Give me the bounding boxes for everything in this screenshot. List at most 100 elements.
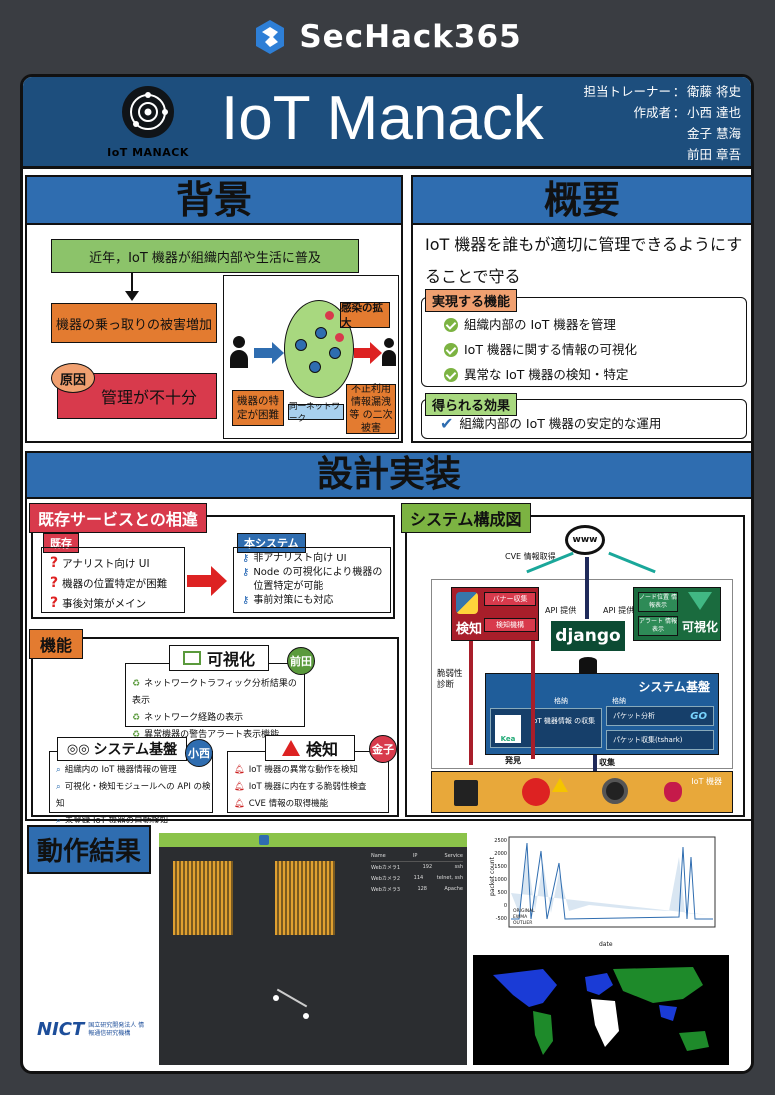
vue-icon <box>688 592 712 610</box>
arrow-vertical-red-1 <box>469 641 473 765</box>
yticks: 2500 2000 1500 1000 500 0 -500 <box>489 835 507 926</box>
cell: telnet, ssh <box>436 875 463 881</box>
ours-text: 非アナリスト向け UI <box>253 553 347 564</box>
viz-text: ネットワーク経路の表示 <box>144 713 244 723</box>
packet-collect-text: パケット収集(tshark) <box>613 736 683 744</box>
credit-key: 作成者 <box>633 105 671 120</box>
python-icon <box>456 592 478 614</box>
arrow-diag-teal-2 <box>608 551 656 574</box>
detect-mech-box: 検知機構 <box>484 618 536 632</box>
timeseries-svg <box>508 836 716 928</box>
ours-item: ⚷非アナリスト向け UI <box>242 552 390 566</box>
feature-item: IoT 機器に関する情報の可視化 <box>444 337 746 362</box>
overview-heading: 概要 <box>413 177 751 225</box>
bell-icon: 🔔︎ <box>234 799 245 809</box>
base-item: ⌕組織内の IoT 機器情報の管理 <box>56 762 212 779</box>
detect-title-text: 検知 <box>305 740 338 759</box>
system-frame <box>431 579 733 769</box>
poster-title: IoT Manack <box>221 84 544 153</box>
recycle-icon: ♻ <box>132 713 141 723</box>
arch-panel: www CVE 情報取得 バナー収集 検知機構 検知 API 提供 API 提供… <box>405 515 745 817</box>
ytick: 1500 <box>494 864 507 870</box>
node-pos-box: ノード位置 情報表示 <box>638 592 678 612</box>
design-heading: 設計実装 <box>27 453 751 499</box>
base-title-text: システム基盤 <box>93 742 178 758</box>
results-heading: 動作結果 <box>27 825 152 874</box>
detect-text: CVE 情報の取得機能 <box>248 799 329 809</box>
poster: IoT MANACK IoT Manack 担当トレーナー：衛藤 将史 作成者：… <box>20 74 754 1074</box>
legend-item: OUTLIER <box>513 921 533 926</box>
ytick: 0 <box>503 903 507 909</box>
question-icon: ? <box>50 555 59 571</box>
banner-box: バナー収集 <box>484 592 536 606</box>
base-text: 可視化・検知モジュールへの API の検知 <box>56 782 211 809</box>
detect-text: IoT 機器の異常な動作を検知 <box>248 765 358 775</box>
ours-tag: 本システム <box>237 533 306 553</box>
packet-analysis-text: パケット分析 <box>613 712 655 720</box>
detect-owner: 金子 <box>369 735 397 763</box>
alert-box: アラート 情報表示 <box>638 616 678 636</box>
xlabel: date <box>599 941 613 948</box>
network-sphere-icon <box>120 84 176 140</box>
detect-item: 🔔︎IoT 機器に内在する脆弱性検査 <box>234 779 388 796</box>
question-icon: ? <box>50 575 59 591</box>
packet-collect-box: パケット収集(tshark) <box>606 730 714 750</box>
col-ip: IP <box>412 853 418 859</box>
nict-subtitle: 国立研究開発法人 情報通信研究機構 <box>88 1021 145 1037</box>
go-logo: GO <box>690 710 707 722</box>
credit-value: 前田 章吾 <box>687 147 741 162</box>
existing-tag: 既存 <box>43 533 79 553</box>
ours-list: ⚷非アナリスト向け UI ⚷Node の可視化により機器の位置特定が可能 ⚷事前… <box>233 547 391 613</box>
design-section: 設計実装 既存 ?アナリスト向け UI ?機器の位置特定が困難 ?事後対策がメイ… <box>25 451 751 826</box>
cell: Webカメラ1 <box>371 865 401 871</box>
cause-tag: 原因 <box>51 363 95 393</box>
magnifier-icon: ⌕ <box>56 782 61 792</box>
vuln-label: 脆弱性 診断 <box>437 669 463 690</box>
key-icon: ⚷ <box>242 595 250 606</box>
viz-item: ♻ネットワーク経路の表示 <box>132 710 304 727</box>
ours-text: Node の可視化により機器の位置特定が可能 <box>253 567 383 592</box>
ytick: -500 <box>495 916 507 922</box>
viz-block: ノード位置 情報表示 アラート 情報表示 可視化 <box>633 587 721 641</box>
base-text: 未登録 IoT 機器の自動検知 <box>64 816 169 826</box>
camera-icon <box>602 778 628 804</box>
router-icon <box>522 778 550 806</box>
base-block: システム基盤 格納 格納 Kea IoT 機器情報 の収集 パケット分析 GO … <box>485 673 719 755</box>
feature-text: 異常な IoT 機器の検知・特定 <box>464 367 629 382</box>
viz-card: ♻ネットワークトラフィック分析結果の表示 ♻ネットワーク経路の表示 ♻異常機器の… <box>125 663 305 740</box>
arrow-head-red <box>370 342 382 364</box>
nict-logo: NICT 国立研究開発法人 情報通信研究機構 <box>37 1019 148 1040</box>
thief-icon <box>382 338 396 368</box>
base-item: ⌕可視化・検知モジュールへの API の検知 <box>56 779 212 813</box>
same-network-label: 同一ネットワーク <box>288 402 344 424</box>
top-brand-bar: SecHack365 <box>0 0 775 74</box>
ytick: 500 <box>497 890 507 896</box>
down-arrow-head <box>125 291 139 301</box>
credit-key: 担当トレーナー <box>583 84 671 99</box>
features-box: 組織内部の IoT 機器を管理 IoT 機器に関する情報の可視化 異常な IoT… <box>421 297 747 387</box>
django-block: django <box>551 621 625 651</box>
cell: 192 <box>422 864 433 870</box>
database-icon <box>579 657 597 677</box>
timeseries-graph: packet count date ORIGINAL EWMA OUTLIER … <box>479 833 719 953</box>
existing-text: 事後対策がメイン <box>62 598 147 610</box>
credit-row: 担当トレーナー：衛藤 将史 <box>571 81 751 102</box>
cell: 114 <box>413 875 424 881</box>
base-text: 組織内の IoT 機器情報の管理 <box>64 765 177 775</box>
cell: Webカメラ3 <box>371 887 401 893</box>
ours-text: 事前対策にも対応 <box>253 595 334 606</box>
ytick: 2500 <box>494 838 507 844</box>
existing-text: アナリスト向け UI <box>62 558 150 570</box>
arrow-right-blue <box>254 348 274 358</box>
down-arrow-icon <box>131 273 133 293</box>
detect-block: バナー収集 検知機構 検知 <box>451 587 539 641</box>
ytick: 2000 <box>494 851 507 857</box>
store-label-2: 格納 <box>612 697 626 705</box>
bell-icon: 🔔︎ <box>234 765 245 775</box>
arrow-vertical-navy <box>585 557 589 619</box>
